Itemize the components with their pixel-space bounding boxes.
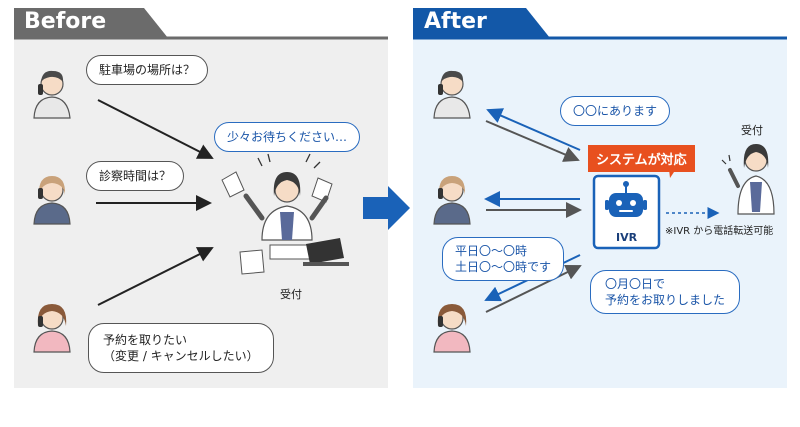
ivr-in-arrow-1 <box>485 120 580 162</box>
after-caller-woman-icon <box>433 176 471 225</box>
caller-woman-icon <box>33 176 71 225</box>
bubble-hours-line1: 平日〇～〇時 <box>455 244 528 258</box>
bubble-reserve: 予約を取りたい （変更 / キャンセルしたい） <box>88 323 274 373</box>
bubble-hours: 診察時間は？ <box>86 161 185 191</box>
after-caller-young-woman-icon <box>433 304 471 353</box>
caller-young-woman-icon <box>33 304 71 353</box>
bubble-reserve-line1: 予約を取りたい <box>103 333 188 347</box>
busy-receptionist-icon <box>221 153 349 275</box>
bubble-wait: 少々お待ちください… <box>214 122 361 152</box>
transfer-note: ※IVR から電話転送可能 <box>665 226 774 237</box>
system-badge: システムが対応 <box>588 145 695 172</box>
ivr-in-arrow-3 <box>485 264 582 313</box>
bubble-reserve-answer: 〇月〇日で 予約をお取りしました <box>590 270 741 314</box>
bubble-hours-line2: 土日〇～〇時です <box>455 260 552 274</box>
ivr-out-arrow-1 <box>486 108 581 151</box>
robot-icon <box>605 181 647 217</box>
after-reception-label: 受付 <box>741 124 763 137</box>
bubble-answer: 〇〇にあります <box>560 96 671 126</box>
receptionist-icon <box>721 144 775 215</box>
caller-man-icon <box>33 70 71 119</box>
ivr-label: IVR <box>616 231 638 244</box>
call-arrow-3 <box>97 247 214 306</box>
before-reception-label: 受付 <box>280 288 302 301</box>
bubble-reserve-answer-line1: 〇月〇日で <box>605 277 666 291</box>
before-tab <box>14 8 388 40</box>
after-tab-label: After <box>424 9 487 34</box>
bubble-hours-answer: 平日〇～〇時 土日〇～〇時です <box>442 237 565 281</box>
bubble-reserve-answer-line2: 予約をお取りしました <box>605 293 726 307</box>
bubble-parking: 駐車場の場所は？ <box>86 55 209 85</box>
bubble-reserve-line2: （変更 / キャンセルしたい） <box>103 349 259 363</box>
call-arrow-1 <box>97 99 214 159</box>
after-caller-man-icon <box>433 70 471 119</box>
transition-arrow <box>363 186 410 230</box>
after-tab <box>413 8 787 40</box>
before-tab-label: Before <box>24 9 107 34</box>
